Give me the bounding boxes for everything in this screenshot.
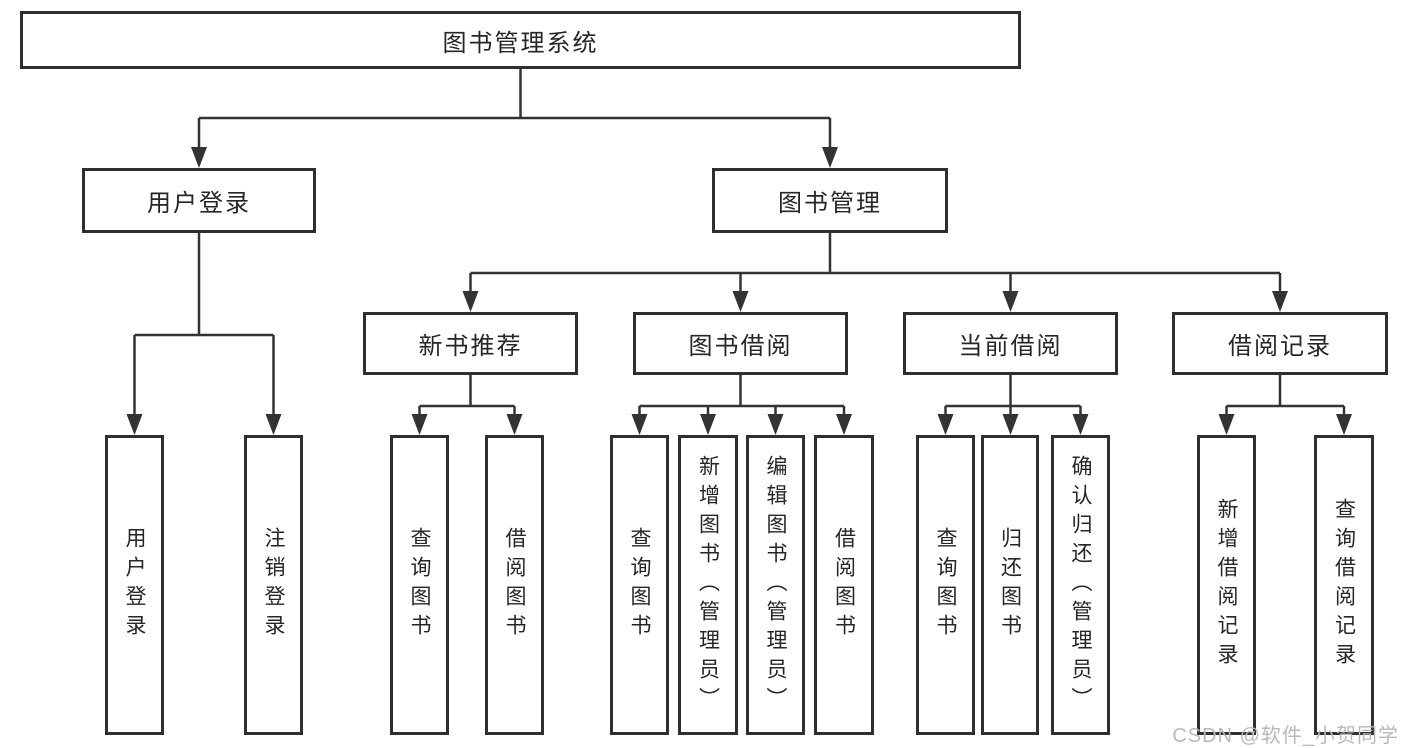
- node-label: 借阅图书: [503, 527, 526, 643]
- node-leaf-add-borrow-record: 新增借阅记录: [1197, 435, 1256, 735]
- connector-new-book-branch: [418, 375, 516, 418]
- node-borrowing-records: 借阅记录: [1172, 312, 1388, 375]
- node-leaf-query-borrow-record: 查询借阅记录: [1314, 435, 1374, 735]
- connector-user-login-branch: [133, 233, 275, 417]
- connector-current-borrow-branch: [944, 375, 1082, 418]
- node-leaf-edit-book-admin: 编辑图书（管理员）: [746, 435, 805, 735]
- arrowhead: [836, 414, 852, 435]
- connector-book-mgmt-branch: [469, 233, 1282, 294]
- node-leaf-query-books-2: 查询图书: [610, 435, 669, 735]
- node-label: 借阅图书: [832, 527, 856, 643]
- node-new-book-recommend: 新书推荐: [363, 312, 578, 375]
- arrowhead: [937, 414, 954, 435]
- node-label: 注销登录: [262, 527, 285, 643]
- node-label: 用户登录: [123, 527, 146, 643]
- node-label: 查询图书: [934, 527, 957, 643]
- node-label: 确认归还（管理员）: [1069, 454, 1092, 716]
- arrowhead: [265, 414, 282, 435]
- node-label: 查询借阅记录: [1332, 498, 1356, 672]
- arrowhead: [700, 414, 716, 435]
- node-leaf-borrow-books-2: 借阅图书: [814, 435, 874, 735]
- node-leaf-query-books-1: 查询图书: [390, 435, 449, 735]
- arrowhead: [506, 414, 523, 435]
- arrowhead: [1336, 414, 1352, 435]
- node-leaf-query-books-3: 查询图书: [916, 435, 975, 735]
- connector-book-borrow-branch: [638, 375, 846, 418]
- arrowhead: [462, 291, 479, 312]
- arrowhead: [191, 147, 207, 168]
- node-leaf-borrow-books-1: 借阅图书: [485, 435, 544, 735]
- node-book-borrowing: 图书借阅: [633, 312, 848, 375]
- node-leaf-logout: 注销登录: [244, 435, 303, 735]
- arrowhead: [126, 414, 143, 435]
- node-book-management: 图书管理: [712, 168, 948, 233]
- node-label: 编辑图书（管理员）: [764, 454, 787, 716]
- node-library-management-system: 图书管理系统: [20, 11, 1021, 69]
- node-leaf-add-book-admin: 新增图书（管理员）: [678, 435, 738, 735]
- connector-root-branch: [197, 69, 832, 150]
- connector-borrow-records-branch: [1225, 375, 1346, 418]
- arrowhead: [411, 414, 428, 435]
- node-label: 归还图书: [998, 527, 1022, 643]
- arrowhead: [1072, 414, 1089, 435]
- arrowhead: [822, 147, 838, 168]
- node-leaf-confirm-return-admin: 确认归还（管理员）: [1051, 435, 1110, 735]
- node-label: 新增图书（管理员）: [696, 454, 720, 716]
- node-current-borrowing: 当前借阅: [903, 312, 1118, 375]
- arrowhead: [732, 291, 749, 312]
- node-leaf-return-book: 归还图书: [981, 435, 1039, 735]
- arrowhead: [631, 414, 648, 435]
- watermark: CSDN @软件_小贺同学: [1172, 725, 1399, 747]
- node-label: 查询图书: [408, 527, 431, 643]
- arrowhead: [1218, 414, 1235, 435]
- arrowhead: [1002, 291, 1019, 312]
- arrowhead: [1272, 291, 1288, 312]
- arrowhead: [1002, 414, 1019, 435]
- node-leaf-user-login: 用户登录: [105, 435, 164, 735]
- node-label: 新增借阅记录: [1215, 498, 1238, 672]
- arrowhead: [767, 414, 784, 435]
- node-user-login: 用户登录: [82, 168, 316, 233]
- node-label: 查询图书: [628, 527, 651, 643]
